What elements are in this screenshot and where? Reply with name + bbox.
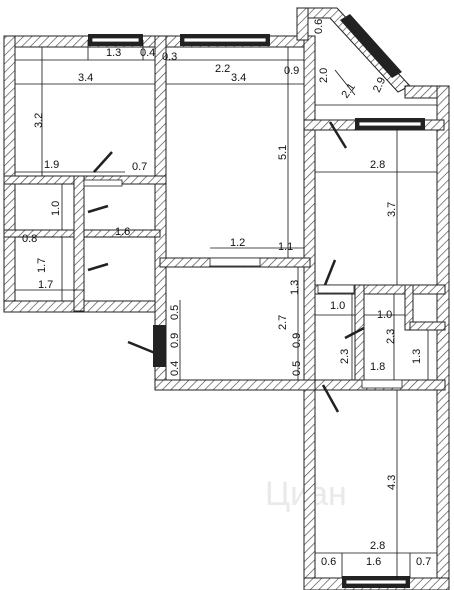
dim-label: 1.6: [115, 226, 130, 238]
dim-label: 2.2: [215, 63, 230, 75]
dim-label: 5.1: [277, 145, 289, 160]
dim-label: 0.6: [313, 19, 325, 34]
dimension-lines: [15, 40, 437, 578]
dim-label: 0.5: [291, 361, 303, 376]
dim-label: 1.0: [50, 201, 62, 216]
dim-label: 2.7: [277, 315, 289, 330]
dimension-labels: 1.3 0.4 0.3 2.2 0.9 0.6 2.0 2.1 2.9 3.4 …: [22, 19, 431, 568]
dim-label: 0.9: [169, 333, 181, 348]
dim-label: 0.4: [140, 47, 155, 59]
dim-label: 4.3: [386, 475, 398, 490]
dim-label: 2.9: [371, 75, 388, 94]
dim-label: 3.7: [386, 202, 398, 217]
dim-label: 3.4: [231, 72, 246, 84]
dim-label: 1.0: [377, 309, 392, 321]
dim-label: 2.8: [370, 159, 385, 171]
dim-label: 1.7: [38, 279, 53, 291]
dim-label: 2.3: [339, 349, 351, 364]
dim-label: 1.8: [370, 361, 385, 373]
dim-label: 0.4: [169, 361, 181, 376]
dim-label: 2.1: [339, 81, 358, 100]
dim-label: 0.3: [162, 51, 177, 63]
dim-label: 3.4: [78, 72, 93, 84]
dim-label: 3.2: [33, 113, 45, 128]
dim-label: 1.9: [44, 159, 59, 171]
dim-label: 1.2: [230, 237, 245, 249]
dim-label: 1.7: [36, 258, 48, 273]
dim-label: 0.7: [416, 556, 431, 568]
dim-label: 2.8: [370, 540, 385, 552]
walls: [3, 7, 450, 590]
dim-label: 1.6: [366, 556, 381, 568]
windows: [88, 14, 425, 588]
dim-label: 2.3: [385, 329, 397, 344]
dim-label: 1.3: [411, 349, 423, 364]
dim-label: 1.3: [106, 47, 121, 59]
dim-label: 0.8: [22, 233, 37, 245]
dim-label: 1.0: [330, 300, 345, 312]
doors: [83, 121, 403, 413]
dim-label: 0.6: [321, 556, 336, 568]
dim-label: 0.9: [291, 333, 303, 348]
dim-label: 2.0: [318, 68, 330, 83]
dim-label: 1.1: [278, 241, 293, 253]
dim-label: 0.9: [284, 65, 299, 77]
dim-label: 0.5: [169, 305, 181, 320]
dim-label: 1.3: [289, 280, 301, 295]
dim-label: 0.7: [132, 161, 147, 173]
